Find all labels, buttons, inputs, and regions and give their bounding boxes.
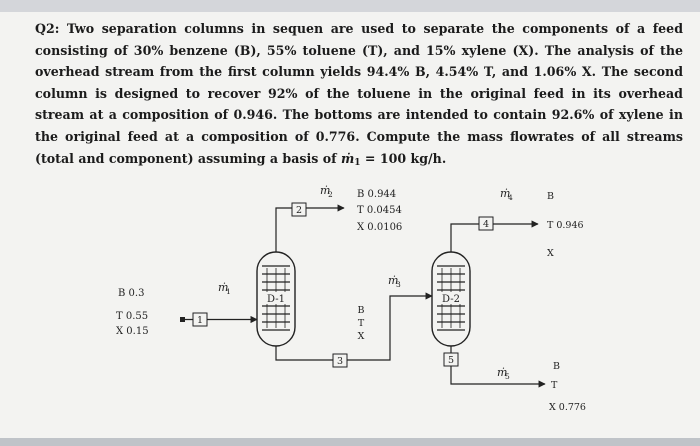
top2-t: T 0.946 bbox=[547, 220, 584, 231]
stream-number-1: 1 bbox=[197, 315, 203, 326]
feed-t: T 0.55 bbox=[116, 311, 148, 322]
bottom2-x: X 0.776 bbox=[549, 402, 586, 413]
stream-number-5: 5 bbox=[448, 355, 454, 366]
feed-x: X 0.15 bbox=[116, 326, 149, 337]
problem-statement: Q2: Two separation columns in sequen are… bbox=[35, 18, 683, 174]
problem-body: are used to separate the components of a… bbox=[35, 21, 683, 166]
column-d1: D-1 bbox=[256, 251, 296, 347]
top1-x: X 0.0106 bbox=[357, 222, 402, 233]
bottom1-x: X bbox=[358, 331, 365, 342]
column-d2-label: D-2 bbox=[442, 294, 460, 305]
bottom-bar bbox=[0, 438, 700, 446]
flow-sub-m2: 2 bbox=[328, 190, 333, 199]
top2-x: X bbox=[547, 248, 554, 259]
feed-b: B 0.3 bbox=[118, 288, 144, 299]
bottom2-b: B bbox=[553, 361, 560, 372]
top2-b: B bbox=[547, 191, 554, 202]
basis-value: = 100 kg/h. bbox=[360, 150, 447, 166]
flow-sub-m3: 3 bbox=[396, 280, 401, 289]
stream-3-bottoms-d1: 3 ṁ 3 B T X bbox=[275, 274, 433, 368]
bottom1-b: B bbox=[358, 305, 365, 316]
bottom1-t: T bbox=[358, 318, 365, 329]
stream-2-overhead-d1: 2 ṁ 2 B 0.944 T 0.0454 X 0.0106 bbox=[275, 184, 402, 252]
flow-symbol-m1: ṁ bbox=[218, 281, 228, 294]
column-d2: D-2 bbox=[431, 251, 471, 347]
flow-sub-m1: 1 bbox=[226, 287, 231, 296]
basis-subscript: 1 bbox=[354, 157, 361, 168]
stream-1-feed: 1 ṁ 1 B 0.3 T 0.55 X 0.15 bbox=[116, 281, 258, 337]
stream-number-4: 4 bbox=[483, 219, 489, 230]
bottom2-t: T bbox=[551, 380, 558, 391]
stream-number-3: 3 bbox=[337, 356, 343, 367]
flow-symbol-m2: ṁ bbox=[320, 184, 330, 197]
flow-sub-m4: 4 bbox=[508, 193, 513, 202]
column-d1-label: D-1 bbox=[267, 294, 285, 305]
stream-4-overhead-d2: 4 ṁ 4 B T 0.946 X bbox=[450, 187, 584, 259]
stream-number-2: 2 bbox=[296, 205, 302, 216]
top-bar bbox=[0, 0, 700, 12]
stream-5-bottoms-d2: 5 ṁ 5 B T X 0.776 bbox=[443, 346, 586, 413]
top1-t: T 0.0454 bbox=[357, 205, 402, 216]
basis-symbol: ṁ bbox=[340, 150, 355, 166]
column-d2-trays bbox=[437, 265, 465, 331]
worksheet bbox=[0, 12, 700, 438]
top1-b: B 0.944 bbox=[357, 189, 396, 200]
flow-symbol-m4: ṁ bbox=[500, 187, 510, 200]
problem-lead: Q2: Two separation columns in sequen bbox=[35, 21, 324, 36]
flow-sub-m5: 5 bbox=[505, 372, 510, 381]
flow-symbol-m5: ṁ bbox=[497, 366, 507, 379]
flow-symbol-m3: ṁ bbox=[388, 274, 398, 287]
